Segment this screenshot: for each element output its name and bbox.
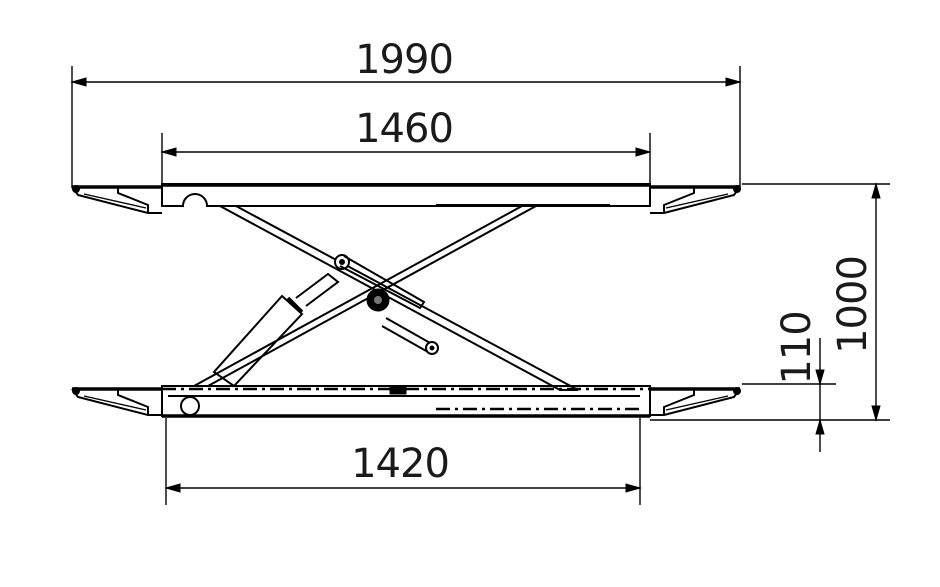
upper-platform [161,183,651,208]
overall-width-label: 1990 [355,37,453,83]
base-length-label: 1420 [351,441,449,487]
center-pivot [366,288,390,312]
scissor-arm-b [193,205,537,387]
lowered-height-label: 110 [774,311,820,384]
platform-length-label: 1460 [355,106,453,152]
lower-base [161,385,651,418]
dimension-lift-height: 1000 [650,182,890,422]
dimension-platform-length: 1460 [160,106,652,186]
safety-linkage [339,255,439,355]
lower-left-extension [71,387,162,416]
dimension-lowered-height: 110 [742,311,836,452]
upper-left-extension [71,185,162,214]
lower-right-extension [650,387,741,416]
upper-right-extension [650,185,741,214]
dimension-overall-width: 1990 [70,37,742,188]
dimension-base-length: 1420 [164,418,642,505]
lift-height-label: 1000 [830,256,876,354]
hydraulic-cylinder [212,254,350,388]
